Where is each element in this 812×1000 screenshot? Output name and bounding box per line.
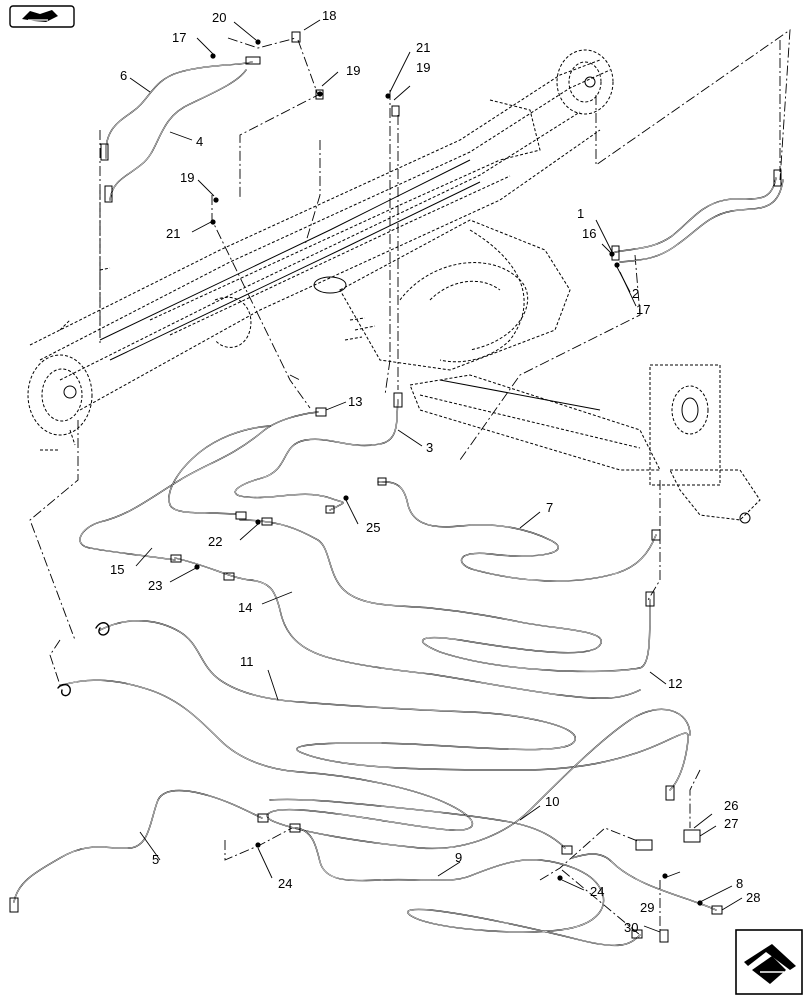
callout-16: 16	[582, 226, 596, 241]
line-15	[168, 425, 271, 515]
line-7	[377, 481, 657, 582]
line-9	[295, 827, 641, 947]
callout-17a: 17	[172, 30, 186, 45]
callout-29: 29	[640, 900, 654, 915]
callout-28: 28	[746, 890, 760, 905]
callout-14: 14	[238, 600, 252, 615]
callout-10: 10	[545, 794, 559, 809]
callout-20: 20	[212, 10, 226, 25]
callout-21a: 21	[416, 40, 430, 55]
callout-17b: 17	[636, 302, 650, 317]
line-12	[59, 679, 691, 850]
callout-15: 15	[110, 562, 124, 577]
callout-6: 6	[120, 68, 127, 83]
callout-19b: 19	[416, 60, 430, 75]
callout-3: 3	[426, 440, 433, 455]
callout-8: 8	[736, 876, 743, 891]
callout-26: 26	[724, 798, 738, 813]
line-2	[619, 179, 784, 263]
callout-5: 5	[152, 852, 159, 867]
callout-19a: 19	[346, 63, 360, 78]
callout-18: 18	[322, 8, 336, 23]
callout-4: 4	[196, 134, 203, 149]
line-13	[79, 411, 319, 561]
boom-frame	[27, 49, 761, 524]
hydraulic-lines	[13, 61, 784, 947]
callout-24a: 24	[278, 876, 292, 891]
callout-7: 7	[546, 500, 553, 515]
callout-9: 9	[455, 850, 462, 865]
callout-19c: 19	[180, 170, 194, 185]
callout-23: 23	[148, 578, 162, 593]
callout-25: 25	[366, 520, 380, 535]
reference-lines	[29, 29, 791, 936]
callout-27: 27	[724, 816, 738, 831]
callout-24b: 24	[590, 884, 604, 899]
callout-2: 2	[632, 286, 639, 301]
next-page-arrow-icon[interactable]	[735, 929, 803, 995]
callout-13: 13	[348, 394, 362, 409]
line-10	[269, 798, 566, 849]
fittings	[9, 31, 782, 943]
callout-dots	[194, 39, 703, 906]
view-orientation-icon[interactable]	[9, 5, 75, 28]
callout-1: 1	[577, 206, 584, 221]
line-14	[239, 519, 651, 673]
callout-12: 12	[668, 676, 682, 691]
callout-21b: 21	[166, 226, 180, 241]
callout-labels: 1 2 3 4 5 6 7 8 9 10 11 12 13 14 15 16 1…	[110, 8, 760, 935]
callout-11: 11	[240, 654, 254, 669]
callout-22: 22	[208, 534, 222, 549]
callout-30: 30	[624, 920, 638, 935]
leader-lines	[129, 19, 743, 933]
